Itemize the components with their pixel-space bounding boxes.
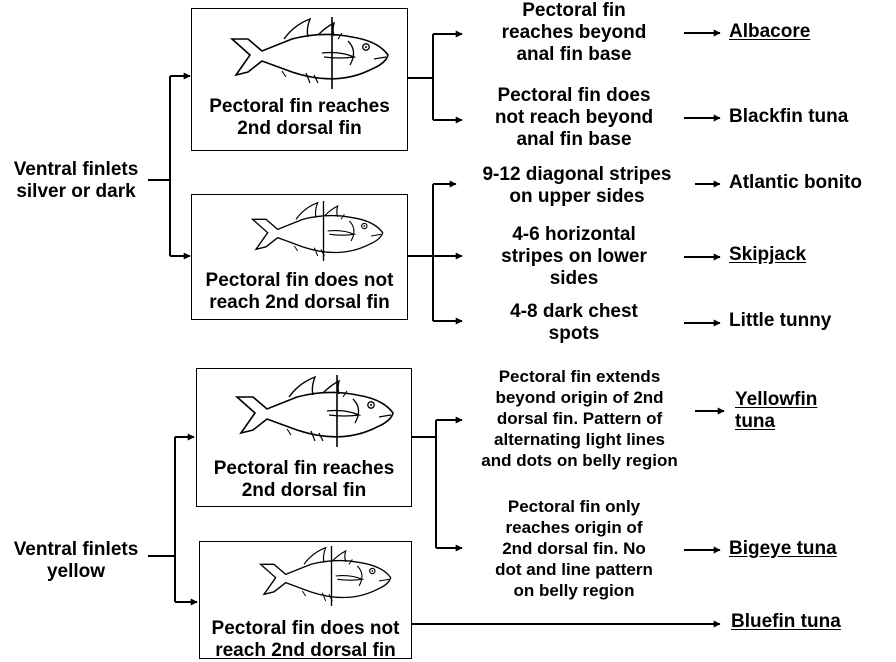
species-albacore: Albacore — [729, 21, 810, 43]
box-label: Pectoral fin reaches 2nd dorsal fin — [196, 458, 412, 502]
species-skipjack: Skipjack — [729, 244, 806, 266]
box-label: Pectoral fin reaches 2nd dorsal fin — [191, 96, 408, 140]
criterion-text: 4-6 horizontal stripes on lower sides — [464, 224, 684, 290]
condition-yellow: Ventral finlets yellow — [4, 539, 148, 583]
condition-silver-or-dark: Ventral finlets silver or dark — [4, 159, 148, 203]
species-little-tunny: Little tunny — [729, 310, 831, 332]
criterion-text: 4-8 dark chest spots — [464, 301, 684, 345]
box-label: Pectoral fin does not reach 2nd dorsal f… — [199, 618, 412, 662]
species-bigeye-tuna: Bigeye tuna — [729, 538, 837, 560]
tuna-fish-icon — [230, 201, 402, 261]
criterion-text: Pectoral fin only reaches origin of 2nd … — [464, 496, 684, 601]
species-bluefin-tuna: Bluefin tuna — [731, 611, 841, 633]
tuna-fish-icon — [222, 17, 394, 89]
species-atlantic-bonito: Atlantic bonito — [729, 172, 862, 194]
tuna-fish-icon — [227, 375, 399, 447]
box-label: Pectoral fin does not reach 2nd dorsal f… — [191, 270, 408, 314]
species-yellowfin-tuna: Yellowfin tuna — [735, 389, 817, 433]
criterion-text: 9-12 diagonal stripes on upper sides — [458, 164, 696, 208]
criterion-text: Pectoral fin reaches beyond anal fin bas… — [464, 0, 684, 66]
criterion-text: Pectoral fin does not reach beyond anal … — [464, 85, 684, 151]
species-blackfin-tuna: Blackfin tuna — [729, 106, 848, 128]
tuna-fish-icon — [238, 546, 410, 606]
criterion-text: Pectoral fin extends beyond origin of 2n… — [464, 366, 695, 471]
